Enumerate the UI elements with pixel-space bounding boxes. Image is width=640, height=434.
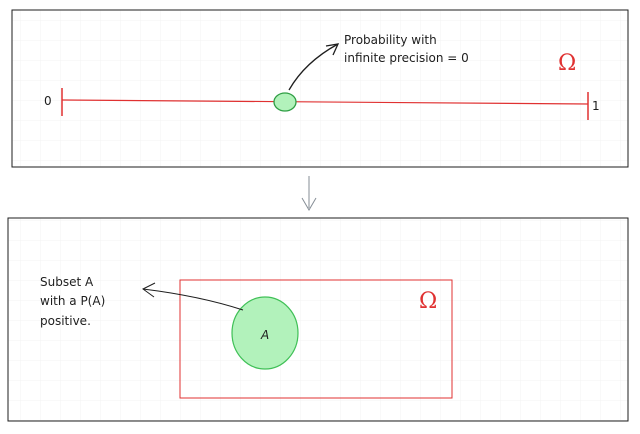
annotation-arrowhead bbox=[325, 43, 340, 56]
omega-label-top: Ω bbox=[558, 51, 576, 76]
annotation-arrow bbox=[288, 43, 339, 91]
subset-note-line2: with a P(A) bbox=[40, 294, 105, 308]
bottom-panel: A Ω Subset A with a P(A) positive. bbox=[7, 217, 629, 422]
top-panel: 0 1 Probability with infinite precision … bbox=[11, 9, 629, 168]
subset-pointer-arrowhead bbox=[142, 282, 156, 298]
sample-space-rect bbox=[179, 279, 453, 399]
top-panel-border bbox=[11, 9, 629, 168]
omega-label-bottom: Ω bbox=[419, 289, 437, 314]
subset-a-label: A bbox=[260, 328, 269, 342]
down-arrow bbox=[301, 176, 317, 211]
subset-pointer-arrow bbox=[142, 288, 244, 311]
subset-note-line3: positive. bbox=[40, 314, 91, 328]
point-marker bbox=[273, 92, 297, 112]
zero-label: 0 bbox=[44, 94, 52, 108]
unit-interval-line bbox=[61, 99, 589, 105]
annotation-text-line2: infinite precision = 0 bbox=[344, 51, 469, 65]
bottom-panel-border bbox=[7, 217, 629, 422]
one-label: 1 bbox=[592, 99, 600, 113]
annotation-text-line1: Probability with bbox=[344, 33, 437, 47]
subset-note-line1: Subset A bbox=[40, 275, 94, 289]
subset-a-ellipse bbox=[231, 296, 299, 370]
